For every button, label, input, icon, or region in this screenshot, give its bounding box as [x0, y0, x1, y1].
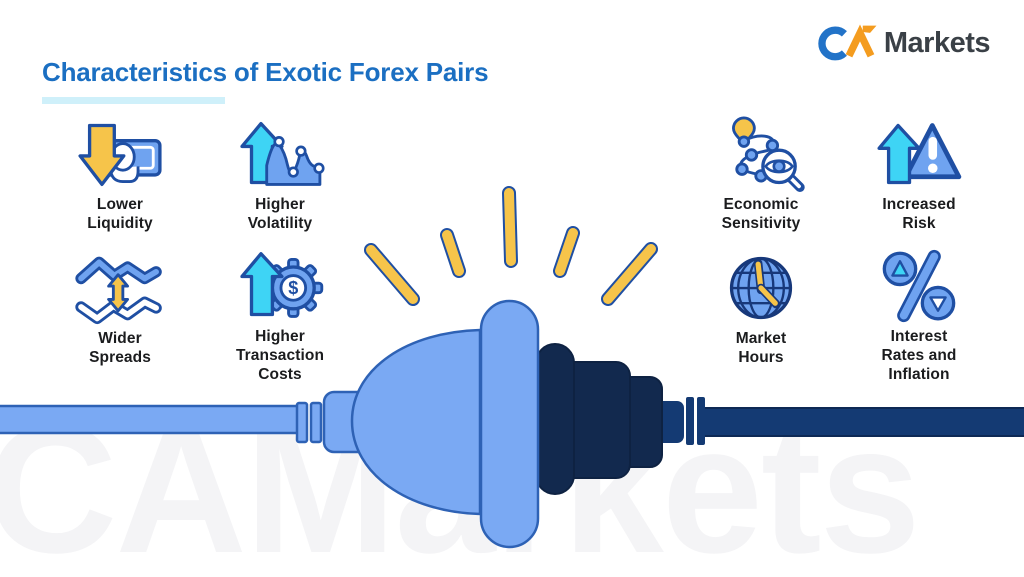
increased-risk-icon	[877, 123, 962, 185]
title-underline	[42, 97, 225, 104]
feature-label: Higher Transaction Costs	[235, 328, 325, 383]
left-feature-group: Lower Liquidity Higher Volatility W	[40, 114, 360, 383]
wider-spreads-icon	[75, 256, 162, 325]
spark-rays-icon	[364, 186, 658, 306]
feature-lower-liquidity: Lower Liquidity	[40, 114, 200, 248]
interest-rates-inflation-icon	[882, 249, 956, 323]
higher-volatility-icon	[240, 121, 325, 186]
page-title: Characteristics of Exotic Forex Pairs	[42, 57, 489, 87]
higher-transaction-costs-icon: $	[240, 252, 324, 318]
feature-increased-risk: Increased Risk	[840, 114, 998, 248]
feature-label: Wider Spreads	[89, 330, 151, 366]
right-feature-group: Economic Sensitivity Increased Risk	[682, 114, 998, 383]
economic-sensitivity-icon	[732, 116, 805, 192]
feature-label: Interest Rates and Inflation	[881, 328, 957, 383]
magnifier-eye-icon	[761, 148, 805, 192]
feature-label: Increased Risk	[882, 196, 956, 232]
feature-wider-spreads: Wider Spreads	[40, 248, 200, 382]
feature-label: Economic Sensitivity	[721, 196, 801, 232]
feature-label: Lower Liquidity	[87, 196, 153, 232]
feature-label: Higher Volatility	[247, 196, 313, 232]
feature-higher-transaction-costs: $ Higher Transaction Costs	[200, 248, 360, 383]
feature-market-hours: Market Hours	[682, 248, 840, 382]
brand-logo-text: Markets	[883, 26, 991, 59]
market-hours-icon	[729, 256, 793, 320]
dark-plug-icon	[535, 343, 1024, 495]
brand-logo-icon	[818, 24, 877, 61]
feature-economic-sensitivity: Economic Sensitivity	[682, 114, 840, 248]
lower-liquidity-icon	[78, 123, 162, 187]
light-plug-icon	[0, 299, 540, 549]
svg-text:$: $	[288, 278, 298, 298]
feature-higher-volatility: Higher Volatility	[200, 114, 360, 248]
clock-hands-icon	[753, 259, 781, 309]
light-cable	[0, 404, 300, 435]
feature-interest-rates-inflation: Interest Rates and Inflation	[840, 248, 998, 383]
dark-cable	[701, 407, 1024, 437]
brand-logo: Markets	[816, 24, 991, 62]
feature-label: Market Hours	[735, 330, 787, 366]
